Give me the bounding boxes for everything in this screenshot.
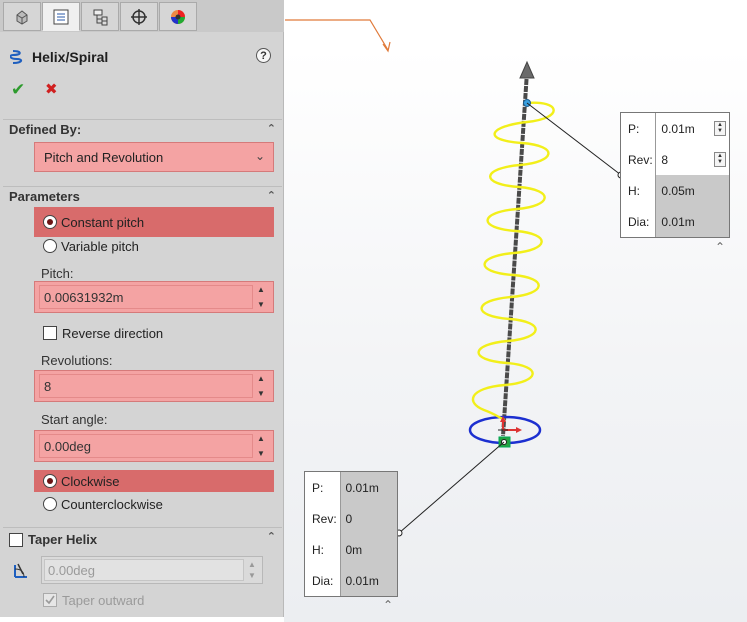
- pitch-value[interactable]: 0.00631932m: [44, 290, 124, 305]
- collapse-caret-icon[interactable]: ⌃: [266, 123, 276, 135]
- variable-pitch-radio[interactable]: Variable pitch: [34, 231, 274, 261]
- configuration-manager-icon: [93, 9, 108, 25]
- taper-outward-checkbox[interactable]: Taper outward: [34, 589, 274, 611]
- taper-outward-label: Taper outward: [62, 592, 145, 608]
- pitch-label: Pitch:: [41, 266, 74, 281]
- chevron-down-icon: ⌄: [254, 149, 265, 163]
- collapse-callout-icon[interactable]: ⌃: [715, 240, 726, 254]
- callout-top-rev-field[interactable]: 8▲▼: [655, 144, 729, 175]
- tab-display-manager[interactable]: [159, 2, 197, 31]
- taper-helix-checkbox[interactable]: [9, 532, 23, 547]
- callout-bottom-key: H:: [305, 534, 341, 565]
- callout-top-key: H:: [621, 175, 657, 206]
- start-angle-field-inner: [39, 434, 253, 458]
- spin-arrows-icon[interactable]: ▲▼: [257, 374, 265, 398]
- counterclockwise-label: Counterclockwise: [61, 496, 163, 512]
- radio-selected-icon: [43, 474, 57, 488]
- page-title: Helix/Spiral: [32, 49, 109, 65]
- checkbox-checked-icon: [43, 593, 57, 607]
- checkbox-icon: [43, 326, 57, 340]
- spin-arrows-icon[interactable]: ▲▼: [714, 121, 726, 136]
- callout-top: P: 0.01m▲▼ Rev: 8▲▼ H: 0.05m Dia: 0.01m: [620, 112, 730, 238]
- radio-icon: [43, 497, 57, 511]
- spin-arrows-icon[interactable]: ▲▼: [257, 434, 265, 458]
- orange-arrow-icon: [285, 19, 389, 51]
- pitch-field[interactable]: 0.00631932m ▲▼: [34, 281, 274, 313]
- reverse-direction-checkbox[interactable]: Reverse direction: [34, 318, 274, 348]
- taper-angle-field[interactable]: 0.00deg ▲▼: [41, 556, 263, 584]
- revolutions-field-inner: [39, 374, 253, 398]
- tab-property-manager[interactable]: [42, 2, 80, 31]
- start-angle-label: Start angle:: [41, 412, 108, 427]
- panel-title-row: Helix/Spiral: [10, 46, 108, 68]
- revolutions-label: Revolutions:: [41, 353, 113, 368]
- radio-icon: [43, 239, 57, 253]
- callout-bottom: P: 0.01m Rev: 0 H: 0m Dia: 0.01m: [304, 471, 398, 597]
- revolutions-field[interactable]: 8 ▲▼: [34, 370, 274, 402]
- defined-by-header[interactable]: Defined By: ⌃: [3, 119, 282, 139]
- property-manager-icon: [53, 9, 69, 24]
- taper-helix-title: Taper Helix: [28, 532, 98, 547]
- callout-bottom-value: 0: [340, 503, 397, 534]
- property-manager-panel: Helix/Spiral ? ✔ ✖ Defined By: ⌃ Pitch a…: [0, 0, 284, 617]
- start-angle-field[interactable]: 0.00deg ▲▼: [34, 430, 274, 462]
- constant-pitch-radio[interactable]: Constant pitch: [34, 207, 274, 237]
- revolutions-value[interactable]: 8: [44, 379, 52, 394]
- callout-top-key: Dia:: [621, 206, 657, 237]
- variable-pitch-label: Variable pitch: [61, 238, 139, 254]
- dimxpert-icon: [131, 8, 147, 25]
- ok-button[interactable]: ✔: [11, 80, 26, 99]
- parameters-header[interactable]: Parameters ⌃: [3, 186, 282, 206]
- reverse-direction-label: Reverse direction: [62, 325, 164, 341]
- defined-by-selected: Pitch and Revolution: [44, 149, 164, 165]
- viewport-top-strip: [284, 0, 747, 48]
- clockwise-radio[interactable]: Clockwise: [34, 470, 274, 492]
- callout-top-key: P:: [621, 113, 657, 144]
- callout-bottom-key: P:: [305, 472, 341, 503]
- helix-icon: [10, 50, 23, 64]
- taper-angle-inner: [44, 559, 244, 581]
- callout-top-value: 0.05m: [655, 175, 729, 206]
- callout-top-pitch-field[interactable]: 0.01m▲▼: [655, 113, 729, 144]
- helix-curve: [471, 101, 555, 422]
- display-manager-icon: [171, 9, 185, 24]
- clockwise-label: Clockwise: [61, 473, 120, 489]
- callout-bottom-value: 0.01m: [340, 472, 397, 503]
- feature-tree-icon: [16, 9, 28, 25]
- callout-top-key: Rev:: [621, 144, 657, 175]
- cancel-button[interactable]: ✖: [45, 81, 58, 98]
- defined-by-select[interactable]: Pitch and Revolution ⌄: [34, 142, 274, 172]
- parameters-title: Parameters: [9, 189, 80, 204]
- radio-selected-icon: [43, 215, 57, 229]
- pitch-field-inner: [39, 285, 253, 309]
- start-angle-value[interactable]: 0.00deg: [44, 439, 91, 454]
- callout-bottom-key: Rev:: [305, 503, 341, 534]
- callout-bottom-value: 0.01m: [340, 565, 397, 596]
- tab-configuration-manager[interactable]: [81, 2, 119, 31]
- spin-arrows-icon[interactable]: ▲▼: [257, 285, 265, 309]
- callout-top-value: 0.01m: [655, 206, 729, 237]
- callout-bottom-key: Dia:: [305, 565, 341, 596]
- spin-arrows-icon[interactable]: ▲▼: [714, 152, 726, 167]
- constant-pitch-label: Constant pitch: [61, 214, 145, 230]
- collapse-caret-icon[interactable]: ⌃: [266, 531, 276, 543]
- counterclockwise-radio[interactable]: Counterclockwise: [34, 489, 274, 519]
- tab-dimxpert[interactable]: [120, 2, 158, 31]
- panel-tab-bar: [0, 0, 284, 32]
- taper-angle-icon: [14, 563, 27, 578]
- taper-angle-value: 0.00deg: [48, 563, 95, 578]
- callout-bottom-value: 0m: [340, 534, 397, 565]
- tab-feature-tree[interactable]: [3, 2, 41, 31]
- taper-helix-header[interactable]: Taper Helix ⌃: [3, 527, 282, 551]
- collapse-callout-icon[interactable]: ⌃: [383, 598, 394, 612]
- collapse-caret-icon[interactable]: ⌃: [266, 190, 276, 202]
- defined-by-title: Defined By:: [9, 122, 82, 137]
- help-icon[interactable]: ?: [256, 48, 271, 63]
- spin-arrows-icon: ▲▼: [248, 560, 256, 580]
